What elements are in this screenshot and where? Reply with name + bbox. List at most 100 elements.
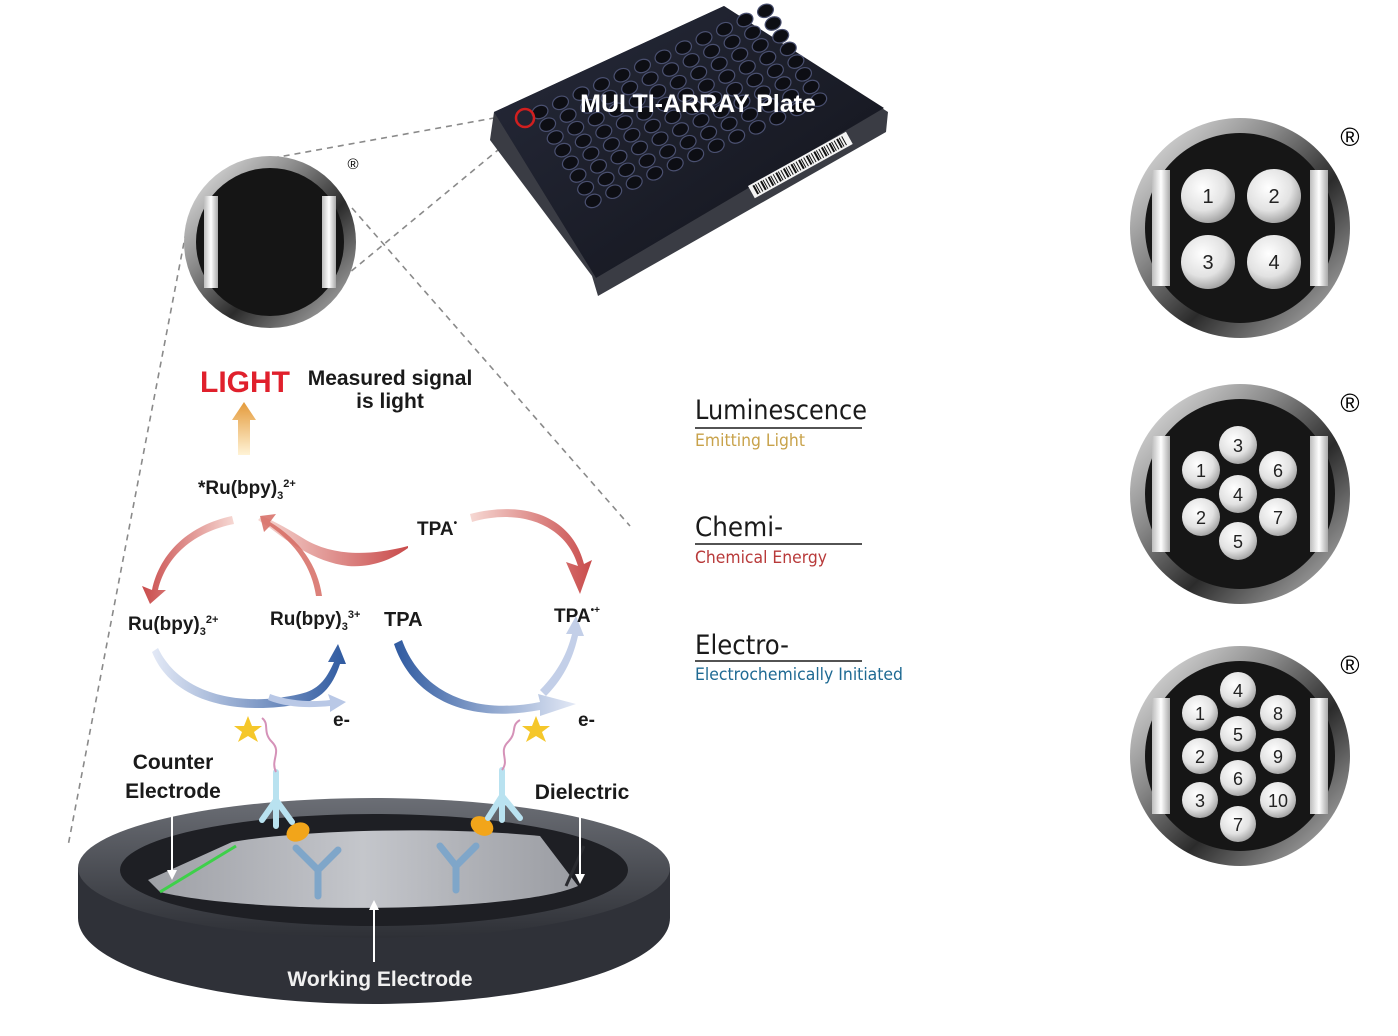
plate-well (731, 47, 749, 62)
plate-well (748, 119, 766, 135)
label-tpa-radical: TPA• (417, 518, 458, 540)
plate-barcode (748, 131, 853, 199)
spot (1247, 169, 1301, 223)
plate-well (646, 165, 664, 181)
plate-well (710, 56, 728, 72)
excited-ru-sub: 3 (277, 490, 283, 502)
plate-well (679, 134, 697, 150)
spot (1247, 235, 1301, 289)
plate-well (684, 100, 702, 115)
spot-number: 7 (1273, 508, 1283, 528)
arrow-tpa-cation-rise (540, 616, 584, 696)
plate-well (751, 38, 769, 53)
antibody-right (436, 716, 550, 894)
ru2-text: Ru(bpy) (128, 614, 200, 635)
plate-well (582, 146, 600, 161)
spot-number: 5 (1233, 725, 1243, 745)
label-ru3: Ru(bpy)33+ (270, 609, 360, 633)
plate-well (720, 116, 738, 132)
spot-number: 3 (1233, 436, 1243, 456)
arrow-ru3-rise (260, 514, 322, 596)
spot (1259, 498, 1297, 536)
spot-well-right-electrode (1310, 170, 1328, 286)
spot-number: 7 (1233, 815, 1243, 835)
spot-number: 2 (1196, 508, 1206, 528)
tpa-radical-text: TPA (417, 519, 454, 540)
spot (1260, 738, 1296, 774)
label-electron-left: e- (333, 710, 350, 731)
spot-number: 1 (1196, 461, 1206, 481)
plate-well (764, 16, 782, 31)
spot (1220, 806, 1256, 842)
plate-well (602, 137, 620, 152)
plate-well (569, 168, 587, 183)
plate-well (621, 80, 639, 96)
plate-well (741, 107, 759, 122)
spot-number: 3 (1202, 252, 1213, 274)
plate-well (728, 129, 746, 144)
plate-well (753, 85, 772, 101)
plate-well (782, 88, 800, 104)
plate-well (669, 74, 687, 90)
plate-well (643, 118, 661, 134)
spot-number: 6 (1273, 461, 1283, 481)
pointer-arrows (167, 808, 585, 962)
plate-well (766, 63, 784, 79)
measured-signal-line2: is light (356, 390, 424, 413)
spot-well-left-electrode (1152, 698, 1170, 814)
plate-well (715, 21, 734, 37)
term-chemi: Chemi- (695, 512, 783, 543)
light-label: LIGHT (200, 366, 290, 399)
plate-well (613, 67, 631, 83)
light-signal: LIGHT Measured signal is light (200, 366, 472, 455)
label-tpa-cation: TPA•+ (554, 605, 600, 627)
arrow-tpa-oxidation (394, 640, 576, 716)
electrode-well: Counter Electrode Dielectric Working Ele… (78, 716, 670, 1004)
meaning-luminescence: Emitting Light (695, 431, 805, 451)
spot-well-right-electrode (1310, 436, 1328, 552)
spot-well-registered-mark: ® (1340, 122, 1359, 152)
spot-well-left-electrode (1152, 436, 1170, 552)
spot (1219, 522, 1257, 560)
plate-well (625, 175, 643, 190)
plate-well (712, 103, 731, 119)
plate-well (608, 102, 626, 118)
projection-line-right (351, 207, 631, 527)
spot-number: 9 (1273, 747, 1283, 767)
spot-well-registered-mark: ® (1340, 650, 1359, 680)
spot (1260, 782, 1296, 818)
plate-well (597, 171, 615, 187)
plate-well (774, 76, 792, 91)
antibody-left (234, 716, 342, 900)
plate-well (746, 72, 764, 88)
spot (1181, 169, 1235, 223)
plate-well (718, 69, 736, 84)
arrow-tpa-radical-to-cation (470, 509, 592, 594)
chemistry-cycle: *Ru(bpy)32+ Ru(bpy)32+ Ru(bpy)33+ TPA TP… (128, 478, 600, 731)
arrow-excited-to-ru2 (142, 516, 234, 604)
counter-electrode-label-line2: Electrode (125, 780, 221, 803)
tpa-cation-text: TPA (554, 606, 591, 627)
spot-number: 3 (1195, 791, 1205, 811)
term-luminescence: Luminescence (695, 395, 867, 426)
plate-well (633, 58, 652, 74)
plate-well (707, 138, 725, 154)
spot (1182, 498, 1220, 536)
projection-line-top (261, 117, 495, 161)
plate-label: MULTI-ARRAY Plate (580, 90, 816, 118)
arrow-electron-left (268, 694, 346, 712)
plate-well (638, 153, 656, 168)
plate-well (610, 149, 628, 165)
plate-well (692, 112, 710, 128)
plate-well (546, 130, 564, 145)
spot (1260, 695, 1296, 731)
plate-wells (531, 3, 828, 209)
plate-well (666, 156, 684, 172)
spot-number: 8 (1273, 704, 1283, 724)
zoom-well: ® (184, 156, 359, 328)
meaning-electro: Electrochemically Initiated (695, 665, 903, 685)
dielectric-label: Dielectric (535, 781, 630, 804)
projection-lines (67, 117, 631, 847)
